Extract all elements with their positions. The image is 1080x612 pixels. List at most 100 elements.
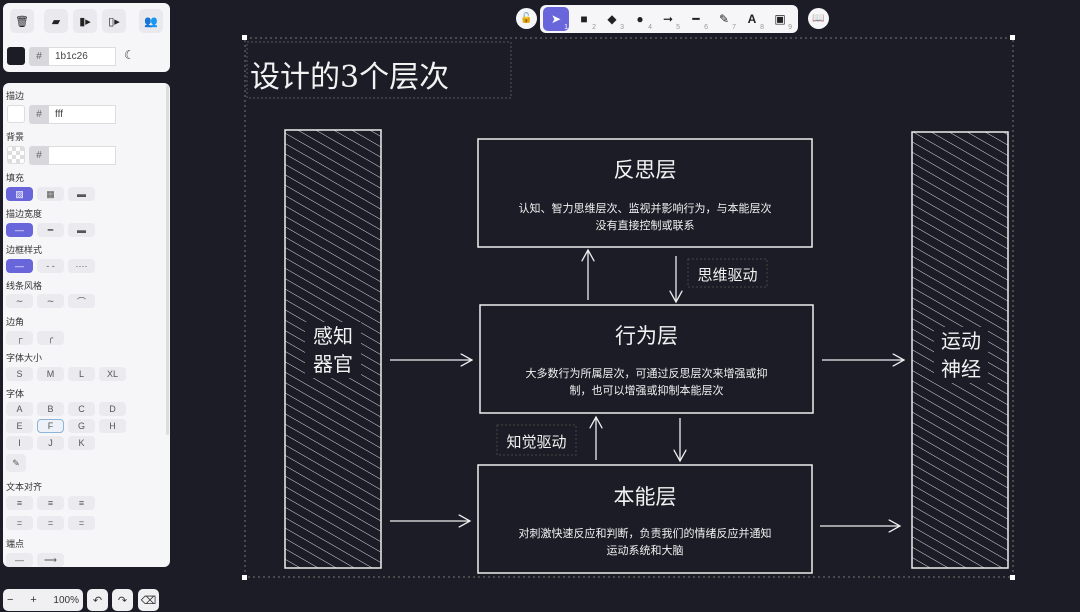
fill-label: 填充 [6, 173, 25, 183]
lock-icon[interactable]: 🔓 [516, 8, 537, 29]
export-image-icon[interactable]: ▯▸ [102, 9, 126, 33]
canvas-bg-swatch[interactable] [7, 47, 25, 65]
export-icon[interactable]: ▮▸ [73, 9, 97, 33]
redo-icon[interactable]: ↷ [112, 589, 133, 611]
stroke-color-input[interactable]: fff [49, 105, 116, 124]
title-frame [246, 41, 512, 99]
ellipse-icon[interactable]: ●4 [636, 12, 652, 31]
font-size-s[interactable]: S [6, 367, 33, 381]
arrowhead-arrow[interactable]: ⟶ [37, 553, 64, 567]
left-pillar-label[interactable]: 感知器官 [305, 322, 361, 378]
eraser-icon[interactable]: ⌫ [138, 589, 159, 611]
hash-label: # [29, 105, 49, 124]
rectangle-icon[interactable]: ■2 [580, 12, 596, 31]
arrowhead-none[interactable]: — [6, 553, 33, 567]
sloppiness-architect[interactable]: ∼ [6, 294, 33, 308]
text-align-label: 文本对齐 [6, 482, 43, 492]
sloppiness-cartoonist[interactable]: ⌒ [68, 294, 95, 308]
scrollbar[interactable] [166, 85, 169, 435]
valign-bottom[interactable]: = [68, 516, 95, 530]
sloppiness-label: 线条风格 [6, 281, 43, 291]
line-icon[interactable]: ━6 [692, 12, 708, 31]
align-left[interactable]: ≡ [6, 496, 33, 510]
font-e[interactable]: E [6, 419, 33, 433]
behavioral-title[interactable]: 行为层 [615, 324, 678, 348]
stroke-style-solid[interactable]: — [6, 259, 33, 273]
pointer-icon[interactable]: ➤1 [543, 7, 569, 31]
font-g[interactable]: G [68, 419, 95, 433]
font-f[interactable]: F [37, 419, 64, 433]
stroke-width-label: 描边宽度 [6, 209, 43, 219]
font-size-label: 字体大小 [6, 353, 43, 363]
thinking-label-frame [687, 258, 768, 288]
thinking-drive-label[interactable]: 思维驱动 [697, 266, 758, 284]
pencil-icon[interactable]: ✎ [6, 454, 26, 472]
stroke-width-thin[interactable]: — [6, 223, 33, 237]
hash-label: # [29, 146, 49, 165]
edges-round[interactable]: ╭ [37, 331, 64, 345]
sloppiness-artist[interactable]: ∼ [37, 294, 64, 308]
right-pillar [911, 131, 1009, 569]
edges-label: 边角 [6, 317, 25, 327]
fill-solid[interactable]: ▬ [68, 187, 95, 201]
font-k[interactable]: K [68, 436, 95, 450]
zoom-in-button[interactable]: + [30, 594, 37, 606]
zoom-level[interactable]: 100% [53, 594, 79, 606]
collaborate-icon[interactable]: 👥 [139, 9, 163, 33]
stroke-width-bold[interactable]: ━ [37, 223, 64, 237]
right-pillar-label[interactable]: 运动神经 [934, 327, 988, 383]
diamond-icon[interactable]: ◆3 [607, 12, 624, 31]
font-size-l[interactable]: L [68, 367, 95, 381]
properties-panel: 描边 # fff 背景 # 填充 ▨ ▦ ▬ 描边宽度 — ━ ▬ 边框样式 —… [3, 83, 170, 567]
stroke-style-dotted[interactable]: ···· [68, 259, 95, 273]
zoom-controls: − + 100% [3, 589, 83, 611]
visceral-box [477, 464, 813, 574]
background-swatch[interactable] [7, 146, 25, 164]
diagram-title[interactable]: 设计的3个层次 [250, 60, 450, 95]
folder-open-icon[interactable]: ▰ [44, 9, 68, 33]
library-icon[interactable]: 📖 [808, 8, 829, 29]
font-i[interactable]: I [6, 436, 33, 450]
visceral-title[interactable]: 本能层 [613, 485, 677, 509]
font-c[interactable]: C [68, 402, 95, 416]
font-size-m[interactable]: M [37, 367, 64, 381]
perception-drive-label[interactable]: 知觉驱动 [506, 433, 567, 451]
reflective-desc[interactable]: 认知、智力思维层次、监视并影响行为，与本能层次没有直接控制或联系 [518, 202, 772, 232]
undo-icon[interactable]: ↶ [87, 589, 108, 611]
font-family-label: 字体 [6, 389, 25, 399]
visceral-desc[interactable]: 对刺激快速反应和判断，负责我们的情绪反应并通知运动系统和大脑 [518, 527, 772, 557]
font-size-xl[interactable]: XL [99, 367, 126, 381]
stroke-label: 描边 [6, 91, 25, 101]
font-b[interactable]: B [37, 402, 64, 416]
background-color-input[interactable] [49, 146, 116, 165]
valign-top[interactable]: = [6, 516, 33, 530]
edges-sharp[interactable]: ┌ [6, 331, 33, 345]
background-label: 背景 [6, 132, 25, 142]
font-h[interactable]: H [99, 419, 126, 433]
align-center[interactable]: ≡ [37, 496, 64, 510]
behavioral-desc[interactable]: 大多数行为所属层次，可通过反思层次来增强或抑制，也可以增强或抑制本能层次 [525, 367, 768, 397]
font-d[interactable]: D [99, 402, 126, 416]
font-a[interactable]: A [6, 402, 33, 416]
align-right[interactable]: ≡ [68, 496, 95, 510]
zoom-out-button[interactable]: − [7, 594, 14, 606]
reflective-title[interactable]: 反思层 [613, 158, 677, 182]
fill-hachure[interactable]: ▨ [6, 187, 33, 201]
canvas-bg-input[interactable]: 1b1c26 [49, 47, 116, 66]
stroke-swatch[interactable] [7, 105, 25, 123]
pencil-icon[interactable]: ✎7 [718, 12, 736, 31]
stroke-style-dashed[interactable]: - - [37, 259, 64, 273]
hash-label: # [29, 47, 49, 66]
image-icon[interactable]: ▣9 [774, 12, 792, 31]
fill-cross-hatch[interactable]: ▦ [37, 187, 64, 201]
arrow-icon[interactable]: ➞5 [662, 12, 680, 31]
stroke-width-extra[interactable]: ▬ [68, 223, 95, 237]
trash-icon[interactable]: 🗑 [10, 9, 34, 33]
perception-label-frame [496, 424, 577, 456]
valign-middle[interactable]: = [37, 516, 64, 530]
moon-icon[interactable]: ☾ [124, 48, 135, 62]
font-j[interactable]: J [37, 436, 64, 450]
